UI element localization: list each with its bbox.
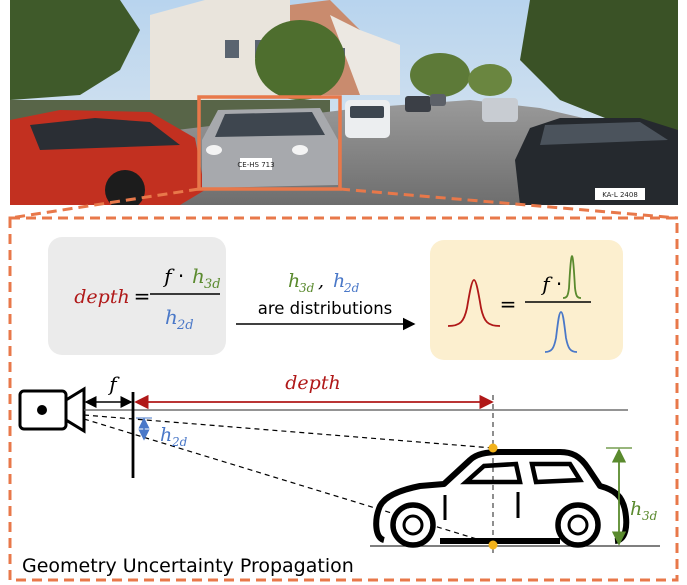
- zoom-line-right: [339, 187, 679, 220]
- note-h3d: h: [288, 270, 300, 292]
- formula-h3d-sub: 3d: [204, 277, 221, 292]
- car-outline: [373, 449, 630, 548]
- formula-h3d: h: [192, 264, 205, 288]
- house-left: [150, 0, 290, 105]
- plate-right-text: KA-L 2408: [602, 191, 638, 199]
- note-h2d: h: [333, 270, 345, 292]
- house-mid: [330, 15, 400, 95]
- caption: Geometry Uncertainty Propagation: [22, 555, 354, 577]
- top-projection-point: [488, 443, 498, 453]
- note-h2d-sub: 2d: [343, 281, 360, 295]
- plate-left-text: CE-HS 713: [237, 161, 274, 169]
- h3d-label: h: [630, 498, 642, 520]
- formula-box: [48, 237, 226, 355]
- focal-length-label: f: [107, 372, 120, 396]
- formula-equals: =: [134, 284, 151, 308]
- note-h3d-sub: 3d: [299, 281, 315, 295]
- formula-depth: depth: [74, 286, 129, 308]
- h3d-distribution-curve: [562, 255, 582, 299]
- zoom-panel-border: [8, 216, 679, 582]
- formula-h2d: h: [165, 305, 178, 329]
- zoom-line-left: [9, 187, 200, 220]
- depth-distribution-curve: [447, 279, 501, 327]
- depth-label: depth: [285, 372, 340, 394]
- car-wheel-rear: [555, 502, 601, 548]
- h2d-label: h: [160, 424, 172, 446]
- camera-lens: [64, 386, 86, 434]
- camera-lens-dot: [37, 405, 47, 415]
- formula-dot: ·: [178, 264, 184, 288]
- car-wheel-front: [390, 502, 436, 548]
- bottom-projection-point: [488, 540, 498, 550]
- dist-equals: =: [500, 292, 517, 316]
- h2d-distribution-curve: [544, 311, 578, 353]
- ray-top: [83, 414, 494, 449]
- h3d-label-sub: 3d: [642, 509, 658, 523]
- dist-dot: ·: [556, 272, 562, 296]
- distribution-box: [430, 240, 623, 360]
- formula-h2d-sub: 2d: [176, 318, 194, 333]
- car-highlight-box: [197, 95, 342, 191]
- note-comma: ,: [318, 270, 324, 292]
- tree-right: [520, 0, 678, 135]
- tree-mid: [255, 20, 345, 100]
- street-photo: CE-HS 713 KA-L 2408: [10, 0, 678, 205]
- h2d-label-sub: 2d: [171, 435, 188, 449]
- tree-left: [10, 0, 140, 100]
- note-text: are distributions: [258, 299, 393, 318]
